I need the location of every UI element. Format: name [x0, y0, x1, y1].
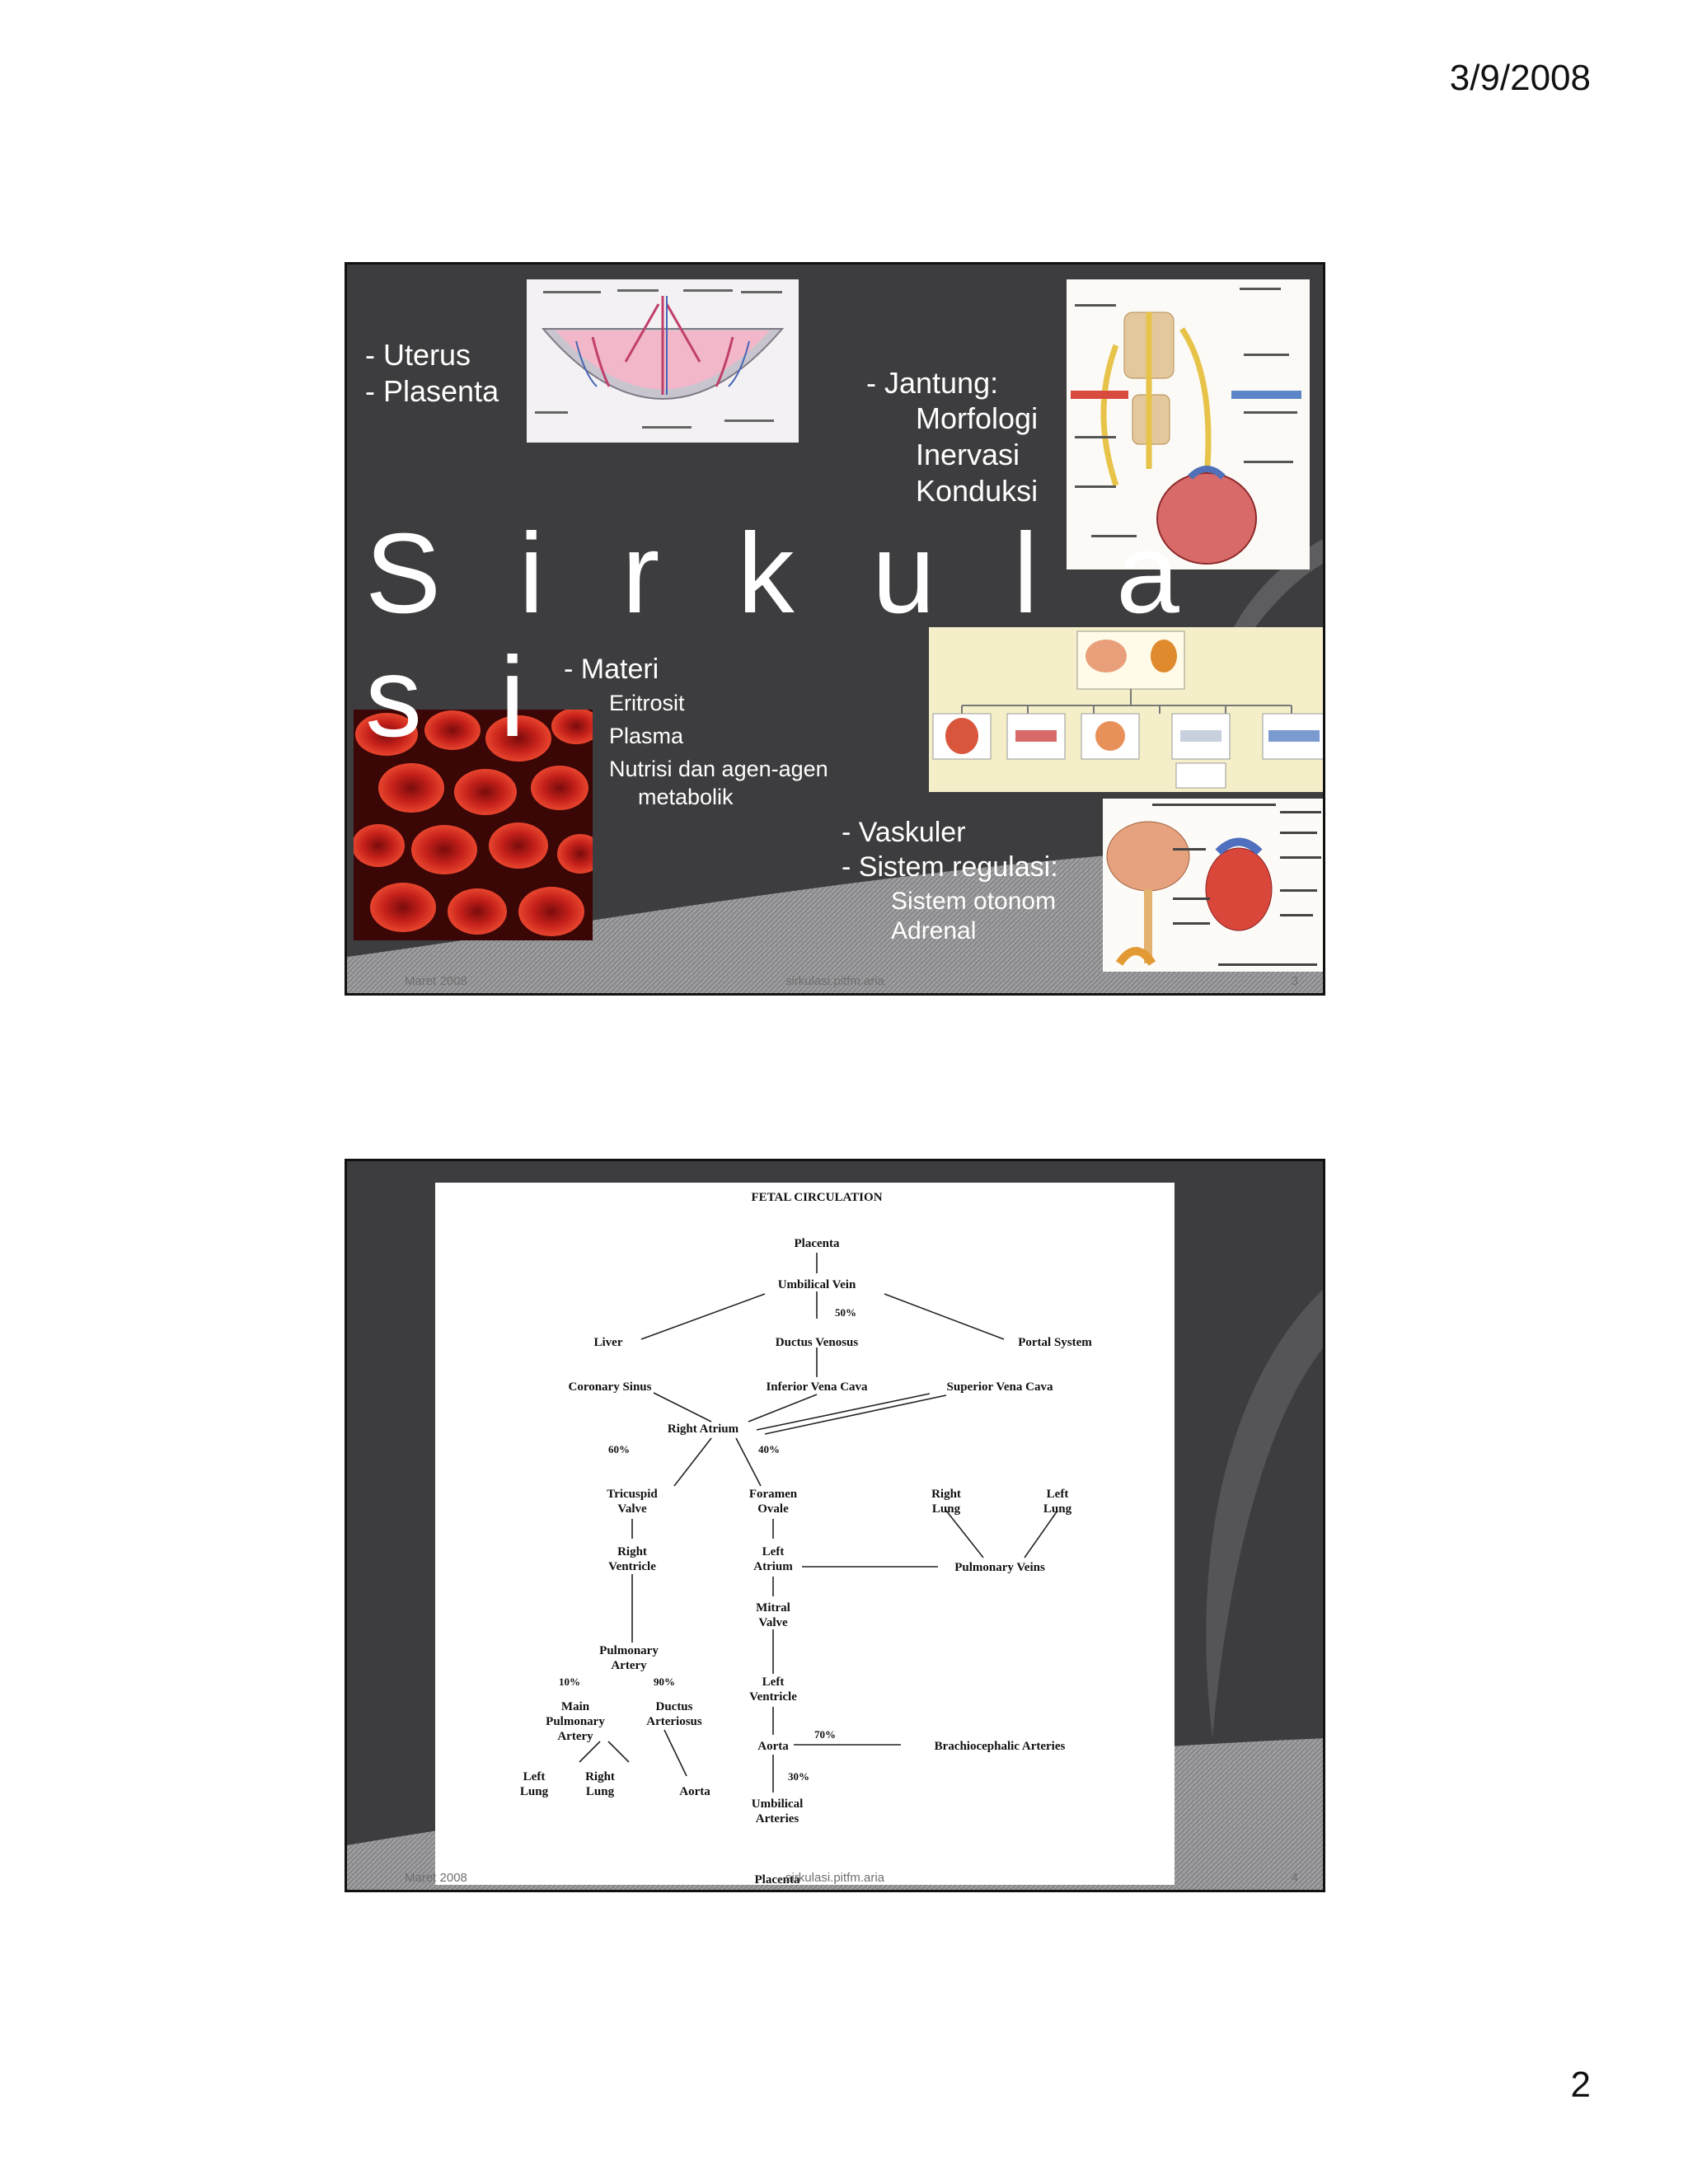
slide-sirkulasi: - Uterus - Plasenta - Jantung: Morfologi… — [345, 262, 1325, 996]
node-inferior-vena-cava: Inferior Vena Cava — [766, 1380, 868, 1394]
node-right-lung-b-line1: Right — [585, 1770, 615, 1783]
regulation-diagram-image — [929, 627, 1323, 792]
label-60-percent: 60% — [608, 1443, 630, 1455]
jantung-item-inervasi: Inervasi — [916, 438, 1020, 471]
slide-fetal-circulation: FETAL CIRCULATION Placenta Umbilical Vei… — [345, 1159, 1325, 1892]
node-portal-system: Portal System — [1018, 1336, 1092, 1349]
node-mitral-line1: Mitral — [756, 1601, 790, 1615]
materi-item-metabolik: metabolik — [638, 785, 734, 809]
label-70-percent: 70% — [814, 1728, 836, 1741]
node-foramen-line2: Ovale — [757, 1502, 789, 1516]
node-pulmonary-artery-line1: Pulmonary — [599, 1644, 659, 1657]
node-tricuspid-line2: Valve — [617, 1502, 647, 1516]
fetal-circulation-diagram: FETAL CIRCULATION Placenta Umbilical Vei… — [435, 1183, 1175, 1886]
label-30-percent: 30% — [788, 1770, 809, 1783]
node-right-ventricle-line1: Right — [617, 1545, 647, 1558]
diagram-connectors — [579, 1253, 1058, 1793]
materi-item-nutrisi: Nutrisi dan agen-agen — [609, 757, 828, 781]
slide-footer-number: 4 — [1291, 1871, 1298, 1885]
label-50-percent: 50% — [835, 1306, 856, 1319]
placenta-diagram-image — [527, 279, 799, 443]
node-placenta-bottom: Placenta — [755, 1873, 800, 1885]
node-ductus-arteriosus-line2: Arteriosus — [646, 1715, 702, 1728]
materi-items: Eritrosit Plasma Nutrisi dan agen-agen m… — [609, 689, 828, 811]
jantung-heading: - Jantung: — [866, 366, 999, 400]
vaskuler-lines: - Vaskuler - Sistem regulasi: — [842, 815, 1058, 884]
materi-heading: - Materi — [564, 654, 659, 685]
uterus-item: - Uterus — [365, 338, 471, 372]
jantung-item-morfologi: Morfologi — [916, 401, 1039, 435]
vaskuler-item: - Vaskuler — [842, 817, 966, 848]
node-aorta-main: Aorta — [757, 1740, 789, 1753]
materi-item-plasma: Plasma — [609, 724, 684, 748]
node-left-atrium-line1: Left — [762, 1545, 785, 1558]
node-aorta-b: Aorta — [679, 1785, 710, 1798]
sistem-otonom-item: Sistem otonom — [891, 888, 1057, 915]
adrenal-item: Adrenal — [891, 917, 977, 944]
page-date: 3/9/2008 — [1449, 58, 1591, 98]
jantung-item-konduksi: Konduksi — [916, 474, 1039, 508]
red-blood-cells-image — [354, 710, 593, 940]
node-right-lung-line2: Lung — [932, 1502, 961, 1516]
slide-footer-number: 3 — [1291, 974, 1298, 988]
uterus-list: - Uterus - Plasenta — [365, 337, 499, 410]
heart-innervation-image — [1067, 279, 1310, 569]
diagram-title: FETAL CIRCULATION — [751, 1191, 882, 1204]
node-placenta-top: Placenta — [795, 1237, 840, 1250]
node-pulmonary-artery-line2: Artery — [611, 1659, 647, 1672]
node-left-lung-b-line2: Lung — [520, 1785, 549, 1798]
plasenta-item: - Plasenta — [365, 374, 499, 408]
node-umbilical-arteries-line1: Umbilical — [752, 1797, 804, 1811]
sistem-regulasi-item: - Sistem regulasi: — [842, 851, 1058, 883]
node-right-atrium: Right Atrium — [668, 1422, 739, 1436]
node-left-atrium-line2: Atrium — [753, 1560, 793, 1573]
node-ductus-venosus: Ductus Venosus — [776, 1336, 859, 1349]
node-right-ventricle-line2: Ventricle — [608, 1560, 656, 1573]
slide-footer-title: sirkulasi.pitfm.aria — [785, 974, 885, 988]
node-pulmonary-veins: Pulmonary Veins — [954, 1561, 1045, 1574]
node-left-ventricle-line1: Left — [762, 1675, 785, 1689]
node-umbilical-vein: Umbilical Vein — [778, 1278, 856, 1291]
materi-item-eritrosit: Eritrosit — [609, 691, 685, 715]
page-number: 2 — [1570, 2064, 1591, 2105]
node-main-pa-line2: Pulmonary — [546, 1715, 605, 1728]
node-coronary-sinus: Coronary Sinus — [568, 1380, 651, 1394]
node-left-lung-b-line1: Left — [523, 1770, 546, 1783]
node-tricuspid-line1: Tricuspid — [607, 1488, 658, 1501]
node-liver: Liver — [594, 1336, 623, 1349]
label-10-percent: 10% — [559, 1675, 580, 1688]
node-foramen-line1: Foramen — [749, 1488, 798, 1501]
node-ductus-arteriosus-line1: Ductus — [655, 1700, 692, 1713]
node-main-pa-line1: Main — [561, 1700, 590, 1713]
node-umbilical-arteries-line2: Arteries — [756, 1812, 799, 1825]
slide-footer-date: Maret 2008 — [405, 1871, 467, 1885]
node-mitral-line2: Valve — [758, 1616, 788, 1629]
node-right-lung-b-line2: Lung — [586, 1785, 615, 1798]
label-40-percent: 40% — [758, 1443, 780, 1455]
diagram-labels: FETAL CIRCULATION Placenta Umbilical Vei… — [520, 1191, 1092, 1886]
baroreceptor-diagram-image — [1103, 799, 1323, 972]
node-right-lung-line1: Right — [931, 1488, 961, 1501]
node-main-pa-line3: Artery — [557, 1730, 593, 1743]
node-left-lung-line2: Lung — [1043, 1502, 1072, 1516]
slide-background-swoosh — [347, 539, 1323, 993]
slide-footer-title: sirkulasi.pitfm.aria — [785, 1871, 885, 1885]
jantung-items: Morfologi Inervasi Konduksi — [916, 401, 1038, 509]
node-superior-vena-cava: Superior Vena Cava — [947, 1380, 1053, 1394]
node-left-ventricle-line2: Ventricle — [749, 1690, 797, 1704]
slide-title: S i r k u l a s i — [365, 510, 1203, 761]
vaskuler-subitems: Sistem otonom Adrenal — [891, 887, 1056, 946]
slide-footer-date: Maret 2008 — [405, 974, 467, 988]
node-left-lung-line1: Left — [1047, 1488, 1069, 1501]
node-brachiocephalic-arteries: Brachiocephalic Arteries — [935, 1740, 1066, 1753]
label-90-percent: 90% — [654, 1675, 675, 1688]
